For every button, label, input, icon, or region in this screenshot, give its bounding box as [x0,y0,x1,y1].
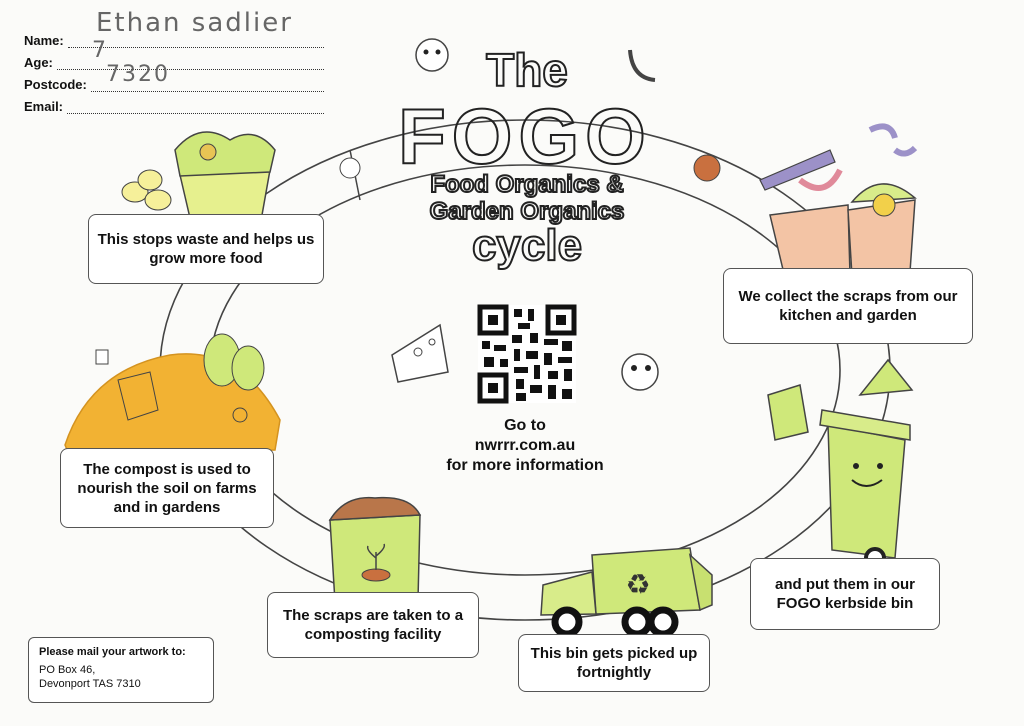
mail-title: Please mail your artwork to: [39,645,203,659]
step-collect-scraps: We collect the scraps from our kitchen a… [723,268,973,344]
title-food-organics: Food Organics & [430,171,623,198]
info-go-to: Go to [420,416,630,436]
compost-bag-illustration [330,498,420,602]
fogo-title: The FOGO Food Organics & Garden Organics… [398,44,652,270]
name-handwritten: Ethan sadlier [96,8,293,38]
cheese-illustration [392,325,448,382]
flower-illustration [340,150,360,200]
title-fogo: FOGO [398,92,652,180]
qr-code-icon [478,305,576,403]
age-row: Age: [24,48,324,70]
entry-form: Name: Age: Postcode: Email: [24,26,324,114]
age-handwritten: 7 [92,38,108,63]
banana-illustration [630,50,655,80]
garbage-truck-illustration: ♻ [541,548,712,634]
kitchen-caddy-illustration [694,126,915,278]
info-more: for more information [420,456,630,476]
email-label: Email: [24,99,63,114]
email-field[interactable] [67,99,324,114]
more-info: Go to nwrrr.com.au for more information [420,416,630,476]
kerbside-bin-illustration [768,360,912,567]
step-compost-use: The compost is used to nourish the soil … [60,448,274,528]
food-basket-illustration [122,132,275,218]
step-composting-facility: The scraps are taken to a composting fac… [267,592,479,658]
info-website[interactable]: nwrrr.com.au [420,436,630,456]
lemon-illustration [416,39,448,71]
title-cycle: cycle [472,221,582,270]
tomato-illustration [622,354,658,390]
postcode-label: Postcode: [24,77,87,92]
age-label: Age: [24,55,53,70]
farm-hill-illustration [65,334,280,452]
step-picked-up: This bin gets picked up fortnightly [518,634,710,692]
name-label: Name: [24,33,64,48]
recycle-icon: ♻ [625,569,650,600]
email-row: Email: [24,92,324,114]
mail-line-2: Devonport TAS 7310 [39,677,203,691]
mail-address-box: Please mail your artwork to: PO Box 46, … [28,637,214,703]
postcode-handwritten: 7320 [106,62,170,87]
title-the: The [486,44,568,96]
mail-line-1: PO Box 46, [39,663,203,677]
step-stops-waste: This stops waste and helps us grow more … [88,214,324,284]
step-kerbside-bin: and put them in our FOGO kerbside bin [750,558,940,630]
postcode-row: Postcode: [24,70,324,92]
